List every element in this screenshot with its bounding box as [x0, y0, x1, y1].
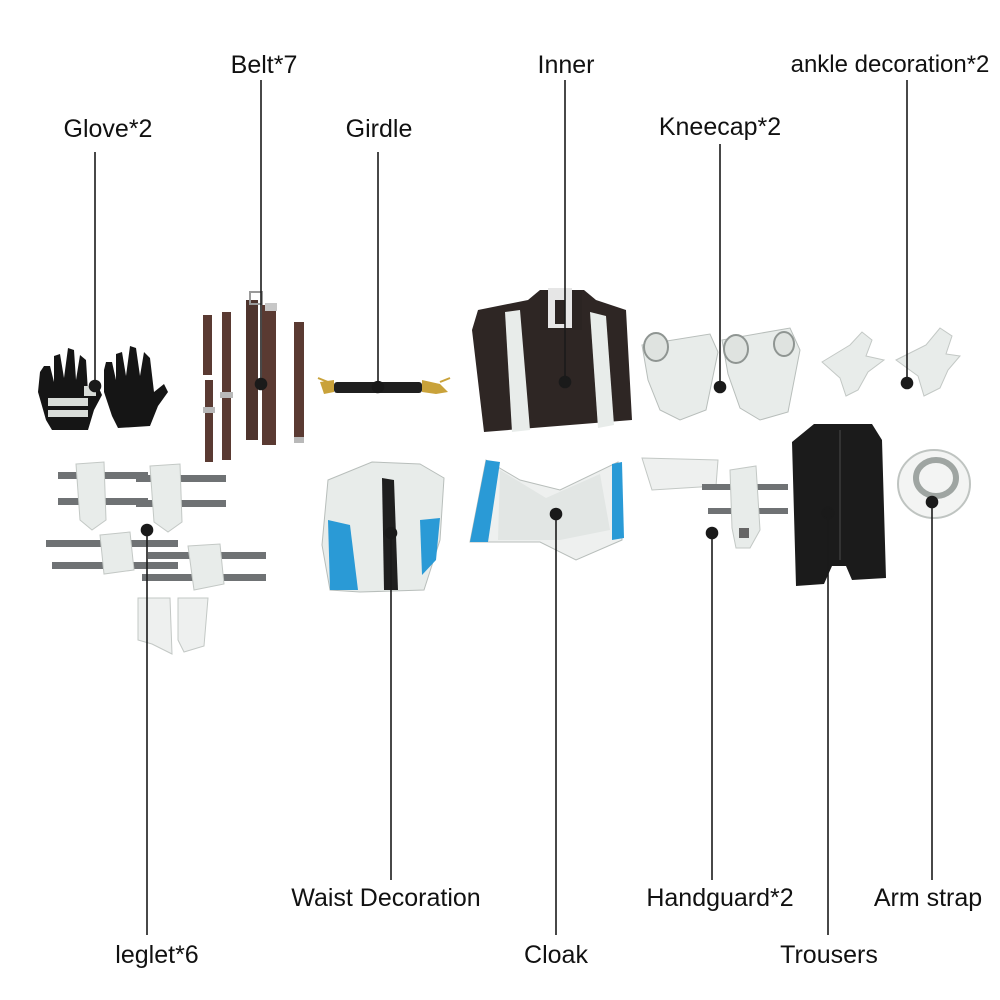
glove-left: [38, 348, 102, 430]
belt-strap: [262, 305, 276, 445]
label-arm-strap: Arm strap: [873, 884, 983, 912]
handguards-illustration: [641, 457, 788, 549]
waist-decoration-illustration: [321, 461, 445, 593]
ankle-decorations-illustration: [821, 327, 961, 397]
leader-dot-girdle: [371, 380, 385, 394]
label-glove: Glove*2: [63, 115, 153, 143]
belt-strap: [203, 315, 212, 375]
belt-strap: [294, 322, 304, 442]
label-inner: Inner: [537, 51, 595, 79]
label-cloak: Cloak: [524, 941, 588, 969]
belt-strap: [222, 312, 231, 460]
label-waist-decoration: Waist Decoration: [291, 884, 481, 912]
leader-dot-cloak: [549, 507, 563, 521]
belt-strap: [246, 300, 258, 440]
leader-lines: [88, 80, 939, 935]
leader-dot-inner: [558, 375, 572, 389]
label-leglet: leglet*6: [115, 941, 199, 969]
leader-dot-leglet: [140, 523, 154, 537]
leader-dot-waist: [384, 526, 398, 540]
arm-strap-illustration: [897, 449, 971, 519]
label-trousers: Trousers: [780, 941, 878, 969]
glove-right: [104, 346, 168, 428]
leader-dot-armstrap: [925, 495, 939, 509]
label-ankle-decoration: ankle decoration*2: [790, 51, 990, 78]
trousers-illustration: [792, 424, 886, 586]
leader-dot-kneecap: [713, 380, 727, 394]
cloak-illustration: [469, 459, 624, 561]
gloves-illustration: [38, 346, 168, 430]
label-girdle: Girdle: [345, 115, 413, 143]
leader-dot-handguard: [705, 526, 719, 540]
leader-dot-belt: [254, 377, 268, 391]
leglets-illustration: [46, 461, 266, 655]
label-belt: Belt*7: [230, 51, 298, 79]
inner-illustration: [472, 288, 632, 432]
leader-dot-glove: [88, 379, 102, 393]
label-handguard: Handguard*2: [646, 884, 794, 912]
leader-dot-ankle: [900, 376, 914, 390]
belts-illustration: [203, 291, 304, 462]
label-kneecap: Kneecap*2: [658, 113, 782, 141]
leader-dot-trousers: [821, 506, 835, 520]
kneecaps-illustration: [641, 327, 801, 421]
belt-strap: [205, 380, 213, 462]
